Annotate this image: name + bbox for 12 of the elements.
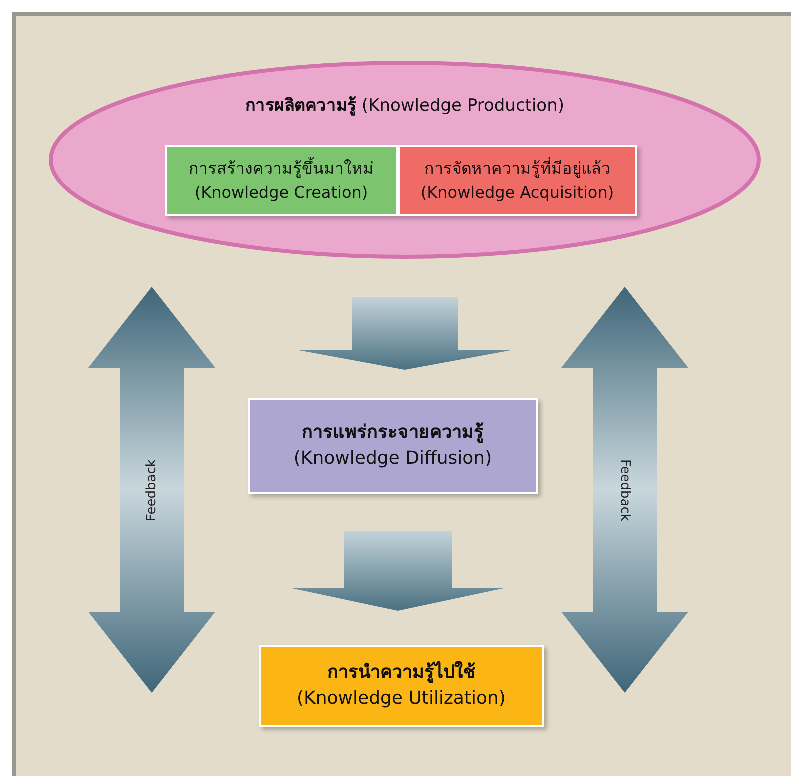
- edge-label: Feedback: [617, 459, 632, 521]
- process-box: การแพร่กระจายความรู้ (Knowledge Diffusion): [248, 398, 538, 494]
- process-box: การสร้างความรู้ขึ้นมาใหม่ (Knowledge Creation): [165, 145, 398, 216]
- heading-text: การผลิตความรู้ (Knowledge Production): [244, 95, 566, 118]
- process-box: การนำความรู้ไปใช้ (Knowledge Utilization): [259, 645, 544, 727]
- double-block-arrow: [88, 287, 216, 693]
- block-arrow: [290, 531, 506, 611]
- block-arrow: [296, 297, 514, 370]
- edge-label: Feedback: [144, 459, 160, 521]
- process-box: การจัดหาความรู้ที่มีอยู่แล้ว (Knowledge Acquisition): [398, 145, 637, 216]
- ellipse-node: [48, 60, 762, 260]
- double-block-arrow: [562, 287, 688, 693]
